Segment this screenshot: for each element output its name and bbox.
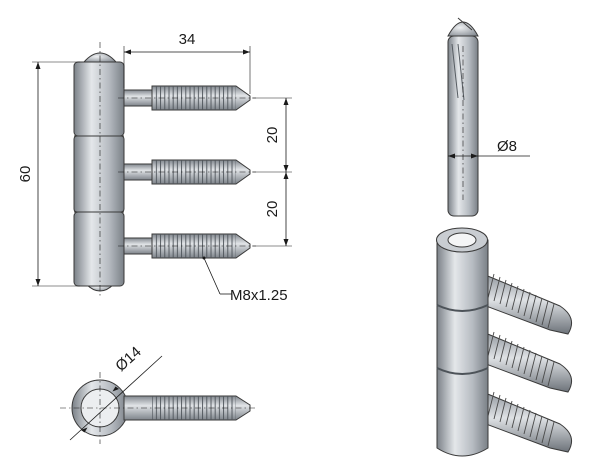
front-screw-bottom (123, 233, 251, 259)
iso-screw-middle (469, 329, 573, 393)
front-view: 34 60 20 20 M8x1.25 (17, 31, 292, 304)
dimension-20-top-label: 20 (264, 127, 281, 144)
top-view: Ø14 (60, 343, 258, 444)
dimension-34: 34 (123, 31, 251, 94)
dimension-20-bottom-label: 20 (264, 201, 281, 218)
iso-barrel-bore (447, 232, 477, 248)
thread-callout: M8x1.25 (202, 256, 288, 304)
barrel-segment-middle (73, 135, 125, 213)
iso-hinge (436, 227, 573, 457)
dimension-diameter-8-label: Ø8 (497, 138, 517, 155)
dimension-60: 60 (17, 61, 80, 287)
iso-screw-bottom (469, 389, 573, 453)
dimension-20-pitch: 20 20 (252, 97, 292, 247)
iso-pin: Ø8 (447, 17, 530, 217)
dimension-60-label: 60 (17, 166, 34, 183)
barrel-segment-top (73, 61, 125, 137)
dimension-34-label: 34 (179, 31, 196, 48)
barrel-segment-bottom (73, 211, 125, 287)
dimension-diameter-14-label: Ø14 (112, 343, 144, 375)
thread-spec-label: M8x1.25 (230, 287, 288, 304)
iso-barrel-body (436, 239, 489, 457)
iso-screw-top (469, 271, 573, 335)
